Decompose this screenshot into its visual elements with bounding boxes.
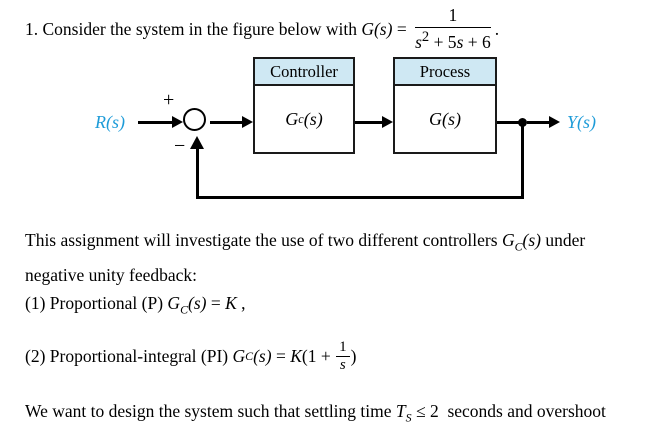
design-requirements-line2: MP ≤ 5% for a step input. (25, 433, 670, 440)
title-period: . (494, 18, 500, 39)
paragraph-intro: This assignment will investigate the use… (25, 230, 586, 254)
design-requirements: We want to design the system such that s… (25, 401, 606, 425)
feedback-bottom-line (196, 196, 524, 199)
output-signal-label: Y(s) (567, 112, 597, 132)
paragraph-intro-line2: negative unity feedback: (25, 264, 198, 285)
sum-to-controller-line (210, 121, 243, 124)
feedback-down-line (521, 122, 524, 199)
feedback-up-line (196, 148, 199, 199)
controller-to-process-line (355, 121, 383, 124)
minus-sign: − (174, 135, 186, 157)
controller-header: Controller (255, 59, 353, 86)
fraction-numerator: 1 (415, 6, 491, 28)
gs-symbol: G(s) (361, 18, 393, 39)
process-header: Process (395, 59, 495, 86)
process-arrowhead-icon (382, 116, 393, 128)
output-line (527, 121, 550, 124)
summing-junction (183, 108, 206, 131)
equals-sign: = (392, 18, 412, 39)
fraction-denominator: s2 + 5s + 6 (415, 28, 491, 52)
controller-arrowhead-icon (242, 116, 253, 128)
input-signal-label: R(s) (95, 112, 125, 132)
process-output-line (497, 121, 525, 124)
controller-option-1: (1) Proportional (P) GC(s) = K , (25, 292, 246, 317)
input-line (138, 121, 174, 124)
problem-title-text: 1. Consider the system in the figure bel… (25, 18, 362, 39)
problem-title: 1. Consider the system in the figure bel… (0, 0, 670, 52)
process-block: Process G(s) (393, 57, 497, 154)
process-body: G(s) (429, 108, 461, 129)
feedback-arrowhead-icon (190, 136, 204, 149)
output-arrowhead-icon (549, 116, 560, 128)
input-arrowhead-icon (172, 116, 183, 128)
plus-sign: + (163, 89, 175, 111)
